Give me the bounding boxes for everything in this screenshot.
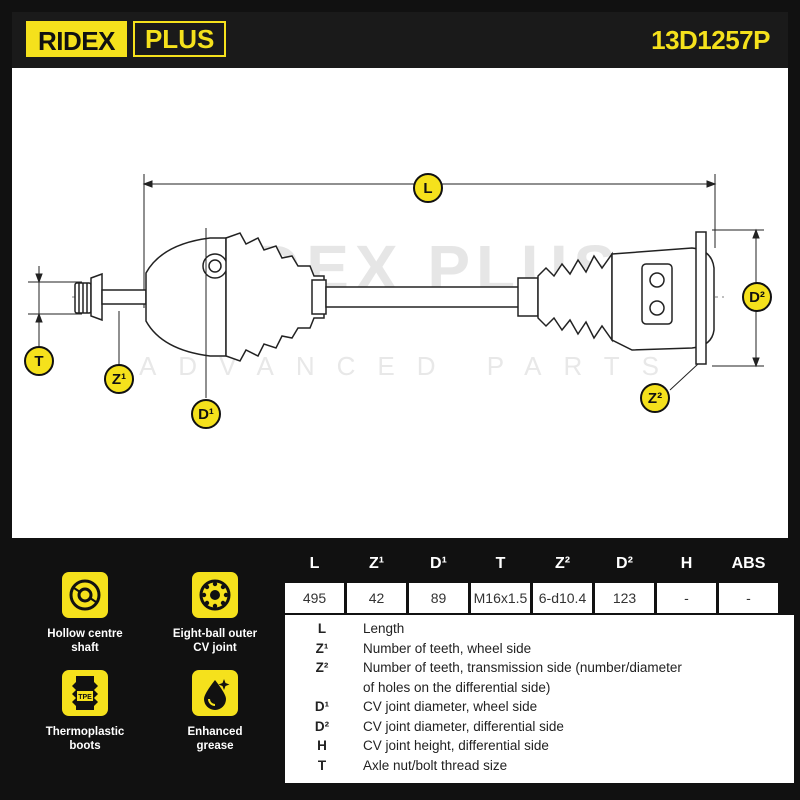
brand-logo: RIDEX PLUS xyxy=(26,21,227,57)
technical-drawing: RIDEX PLUS ADVANCED PARTS xyxy=(12,68,788,538)
legend-description: CV joint diameter, wheel side xyxy=(363,699,538,714)
grease-icon xyxy=(192,670,238,716)
legend-description: CV joint diameter, differential side xyxy=(363,719,564,734)
spec-value-row: 495 42 89 M16x1.5 6-d10.4 123 - - xyxy=(285,583,778,613)
legend-description: Number of teeth, wheel side xyxy=(363,641,532,656)
spec-header-cell: L xyxy=(285,548,344,580)
legend-description: of holes on the differential side) xyxy=(363,680,551,695)
label-t: T xyxy=(24,346,54,376)
legend-symbol: H xyxy=(317,738,327,753)
label-z2: Z² xyxy=(640,383,670,413)
logo-brand-text: RIDEX xyxy=(26,21,127,57)
spec-header-cell: D² xyxy=(595,548,654,580)
feature-label-line1: Enhanced xyxy=(187,726,243,738)
tpe-boot-icon: TPE xyxy=(62,670,108,716)
ball-joint-icon xyxy=(192,572,238,618)
header-bar: RIDEX PLUS 13D1257P xyxy=(12,12,788,68)
legend-description: CV joint height, differential side xyxy=(363,738,549,753)
part-number: 13D1257P xyxy=(651,25,770,55)
t-dimension xyxy=(28,266,82,346)
legend-description: Number of teeth, transmission side (numb… xyxy=(363,660,682,675)
legend-symbol: L xyxy=(317,621,327,636)
hollow-shaft-icon xyxy=(62,572,108,618)
legend-symbol: Z² xyxy=(315,660,329,675)
spec-header-row: L Z¹ D¹ T Z² D² H ABS xyxy=(285,548,778,580)
spec-header-cell: ABS xyxy=(719,548,778,580)
spec-value-cell: 89 xyxy=(409,583,468,613)
spec-table: L Z¹ D¹ T Z² D² H ABS 495 42 89 M16x1.5 … xyxy=(282,545,781,616)
spec-value-cell: 6-d10.4 xyxy=(533,583,592,613)
feature-label-line2: grease xyxy=(196,739,234,752)
label-d1: D¹ xyxy=(191,399,221,429)
spec-value-cell: 495 xyxy=(285,583,344,613)
label-d2: D² xyxy=(742,282,772,312)
feature-label-line2: CV joint xyxy=(193,641,237,654)
feature-label-line2: shaft xyxy=(71,641,99,654)
spec-value-cell: M16x1.5 xyxy=(471,583,530,613)
spec-value-cell: 42 xyxy=(347,583,406,613)
label-l: L xyxy=(413,173,443,203)
feature-label-line2: boots xyxy=(69,739,101,752)
legend-description: Axle nut/bolt thread size xyxy=(363,758,508,773)
spec-value-cell: - xyxy=(657,583,716,613)
label-z1: Z¹ xyxy=(104,364,134,394)
spec-header-cell: D¹ xyxy=(409,548,468,580)
drive-shaft-diagram: RIDEX PLUS ADVANCED PARTS xyxy=(28,174,764,398)
feature-label-line1: Thermoplastic xyxy=(45,726,125,738)
legend-symbol: T xyxy=(317,758,327,773)
feature-label-line1: Eight-ball outer xyxy=(172,628,258,640)
feature-label-line1: Hollow centre xyxy=(47,628,123,640)
spec-header-cell: Z² xyxy=(533,548,592,580)
tpe-text: TPE xyxy=(78,694,92,701)
legend-description: Length xyxy=(363,621,405,636)
spec-header-cell: H xyxy=(657,548,716,580)
spec-value-cell: 123 xyxy=(595,583,654,613)
logo-plus-text: PLUS xyxy=(132,21,227,57)
legend-symbol: Z¹ xyxy=(315,641,329,656)
legend-symbol: D² xyxy=(314,719,330,734)
spec-header-cell: Z¹ xyxy=(347,548,406,580)
legend-symbol: D¹ xyxy=(314,699,330,714)
spec-value-cell: - xyxy=(719,583,778,613)
legend-box: L Length Z¹ Number of teeth, wheel side … xyxy=(285,615,794,783)
leader-lines xyxy=(118,228,699,398)
spec-header-cell: T xyxy=(471,548,530,580)
